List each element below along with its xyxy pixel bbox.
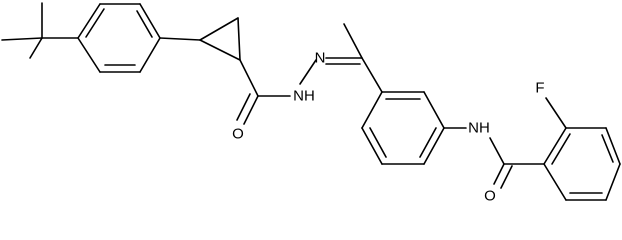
bond-ring1-a: [77, 3, 101, 39]
bond-ring1-a-inner: [85, 8, 105, 38]
bond-ring1-d: [139, 37, 161, 73]
bond-ring2-c: [423, 127, 445, 165]
bond-ring3-a: [543, 127, 567, 165]
atom-label-hydrazone-nh: NH: [293, 88, 315, 105]
atom-labels: O NH N NH O F: [232, 50, 544, 205]
bond-imine-methyl: [343, 23, 363, 59]
bond-ring3-c: [605, 127, 621, 165]
bond-ring1-f: [77, 37, 101, 73]
bond-tbutyl-methyl-2: [1, 37, 43, 41]
bond-ring2-e-inner: [369, 127, 387, 158]
bond-benzamide-carbonyl-1: [493, 163, 505, 185]
bond-ring3-to-fluorine: [545, 97, 567, 129]
bond-ring3-c-inner: [601, 134, 614, 163]
bond-ring-to-cyclopropane: [159, 37, 201, 41]
bond-cyclopropane-a: [199, 17, 239, 41]
atom-label-benzamide-oxygen: O: [484, 188, 496, 205]
bond-ring2-b: [423, 91, 445, 129]
bond-ring2-e: [361, 127, 383, 165]
bond-benzamide-carbonyl-2: [500, 165, 513, 189]
bond-ring2-f: [361, 91, 383, 129]
bond-ring2-c-inner: [419, 127, 437, 158]
bond-cyclopropane-c: [199, 39, 241, 61]
bond-nh-to-benzamide-carbonyl: [489, 137, 505, 165]
bond-ring3-f: [543, 163, 567, 201]
bond-imine-to-ring2: [361, 57, 383, 93]
molecule-structure-diagram: O NH N NH O F: [1, 2, 621, 205]
bonds: [1, 2, 621, 201]
bond-nh-to-n: [299, 59, 317, 85]
bond-amide-carbonyl-1: [243, 95, 259, 125]
atom-label-fluorine: F: [535, 80, 544, 97]
atom-label-amide-oxygen: O: [232, 126, 244, 143]
bond-cyclopropane-b: [237, 17, 241, 61]
atom-label-imine-nitrogen: N: [315, 50, 326, 67]
bond-ring3-d: [605, 163, 621, 201]
atom-label-anilide-nh: NH: [468, 120, 490, 137]
bond-ring1-c-inner: [136, 10, 153, 38]
bond-cyclopropane-to-carbonyl: [239, 59, 259, 97]
bond-ring3-a-inner: [551, 133, 571, 165]
bond-tbutyl-methyl-3: [29, 37, 43, 59]
bond-amide-carbonyl-2: [236, 93, 251, 121]
bond-ring1-c: [139, 3, 161, 39]
